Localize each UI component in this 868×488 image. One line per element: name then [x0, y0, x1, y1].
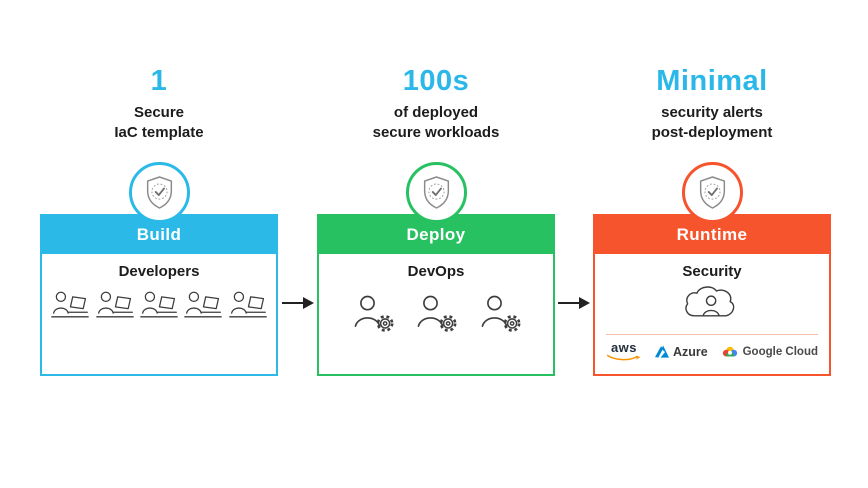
stat-caption-line: IaC template: [114, 123, 204, 141]
body-title: Developers: [118, 263, 200, 281]
flow-arrow-icon: [282, 297, 314, 309]
body-title: Security: [682, 263, 742, 281]
aws-smile-icon: [606, 355, 641, 361]
developer-icon-row: [42, 289, 276, 321]
column-deploy: 100s of deployed secure workloads Deploy…: [317, 0, 555, 377]
build-box-body: Developers: [42, 254, 276, 374]
developer-at-laptop-icon: [184, 292, 223, 318]
column-build: 1 Secure IaC template Build Developers: [40, 0, 278, 377]
logo-divider: [606, 334, 818, 336]
stat-value: 1: [150, 65, 168, 97]
build-box: Build Developers: [40, 214, 278, 377]
azure-triangle-icon: [654, 345, 669, 359]
stat-caption-line: secure workloads: [372, 123, 500, 141]
deploy-box-body: DevOps: [319, 254, 553, 374]
deploy-box: Deploy DevOps: [317, 214, 555, 377]
cloud-person-wrap: [681, 283, 743, 327]
google-cloud-icon: [722, 346, 737, 357]
body-title: DevOps: [407, 263, 465, 281]
shield-check-icon: [146, 176, 172, 210]
stat-value: 100s: [402, 65, 470, 97]
aws-logo: aws: [606, 341, 642, 362]
developer-at-laptop-icon: [51, 292, 90, 318]
stat-caption-line: security alerts: [661, 103, 763, 121]
person-gear-icon: [417, 295, 457, 333]
azure-wordmark: Azure: [672, 344, 708, 359]
developer-at-laptop-icon: [228, 292, 267, 318]
cloud-person-icon: [685, 286, 735, 317]
stat-caption-line: post-deployment: [651, 123, 773, 141]
azure-logo: Azure: [654, 344, 708, 359]
flow-arrow-icon: [558, 297, 590, 309]
aws-wordmark: aws: [610, 340, 638, 356]
shield-check-icon: [699, 176, 725, 210]
stat-value: Minimal: [656, 65, 768, 97]
google-cloud-wordmark: Google Cloud: [742, 345, 818, 358]
developer-at-laptop-icon: [140, 292, 178, 318]
runtime-box-body: Security aws: [595, 254, 829, 374]
developer-at-laptop-icon: [95, 292, 134, 318]
google-cloud-logo: Google Cloud: [721, 345, 818, 359]
cloud-provider-logos: aws Azure: [595, 341, 829, 362]
shield-check-badge: [681, 162, 743, 224]
devops-icon-row: [319, 293, 553, 333]
column-runtime: Minimal security alerts post-deployment …: [593, 0, 831, 377]
shield-check-badge: [405, 162, 467, 224]
person-gear-icon: [480, 295, 520, 333]
runtime-box: Runtime Security aws: [593, 214, 831, 377]
stat-caption-line: of deployed: [393, 103, 479, 121]
stat-caption-line: Secure: [133, 103, 185, 121]
person-gear-icon: [353, 295, 393, 333]
box-header-runtime: Runtime: [595, 216, 829, 255]
shield-check-icon: [423, 176, 449, 210]
shield-check-badge: [128, 162, 190, 224]
